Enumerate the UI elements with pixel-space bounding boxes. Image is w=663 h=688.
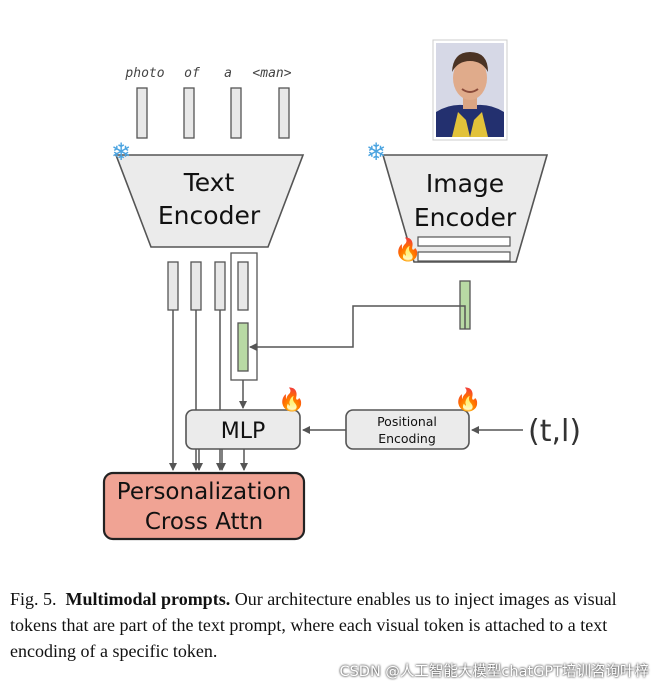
output-token-bar	[214, 261, 226, 311]
fire-icon: 🔥	[278, 387, 305, 413]
token-word-man: <man>	[252, 66, 291, 81]
trainable-layer-bar	[417, 236, 511, 247]
image-encoder	[381, 154, 549, 263]
input-face-photo	[432, 39, 508, 141]
snowflake-icon: ❄	[111, 138, 131, 166]
positional-encoding-label-2: Encoding	[378, 431, 436, 446]
text-encoder	[114, 154, 305, 248]
personalization-cross-attn-block	[102, 471, 306, 541]
trainable-layer-bar	[417, 251, 511, 262]
token-word-a: a	[224, 66, 232, 81]
figure-caption: Fig. 5. Multimodal prompts. Our architec…	[10, 586, 660, 664]
input-token-bar	[136, 87, 148, 139]
output-token-bar	[190, 261, 202, 311]
output-token-bar	[167, 261, 179, 311]
snowflake-icon: ❄	[366, 138, 386, 166]
caption-text: Our architecture enables us to inject im…	[10, 589, 617, 661]
input-token-bar	[183, 87, 195, 139]
mlp-block	[185, 409, 301, 450]
positional-encoding-label-1: Positional	[377, 414, 437, 429]
text-encoder-label-1: Text	[183, 168, 235, 197]
timestep-layer-label: (t,l)	[528, 414, 581, 449]
image-encoder-label-1: Image	[426, 169, 504, 198]
image-token-arrow	[249, 305, 466, 351]
caption-fig-number: Fig. 5.	[10, 589, 57, 609]
architecture-diagram: photo of a <man> Text Encoder ❄ Image En…	[102, 39, 581, 541]
token-word-photo: photo	[124, 66, 164, 81]
fire-icon: 🔥	[454, 387, 481, 413]
input-token-bar	[278, 87, 290, 139]
image-encoder-label-2: Encoder	[414, 203, 517, 232]
input-token-bar	[230, 87, 242, 139]
paired-token-group	[230, 252, 258, 381]
fire-icon: 🔥	[394, 237, 421, 263]
text-encoder-label-2: Encoder	[158, 201, 261, 230]
visual-token-bar	[237, 322, 249, 372]
personalization-label-2: Cross Attn	[145, 509, 263, 535]
caption-title: Multimodal prompts.	[65, 589, 231, 609]
watermark-text: CSDN @人工智能大模型chatGPT培训咨询叶梓	[339, 664, 649, 680]
token-word-of: of	[184, 66, 200, 81]
mlp-label: MLP	[221, 419, 266, 444]
personalization-label-1: Personalization	[117, 479, 291, 505]
output-token-bar-man	[237, 261, 249, 311]
